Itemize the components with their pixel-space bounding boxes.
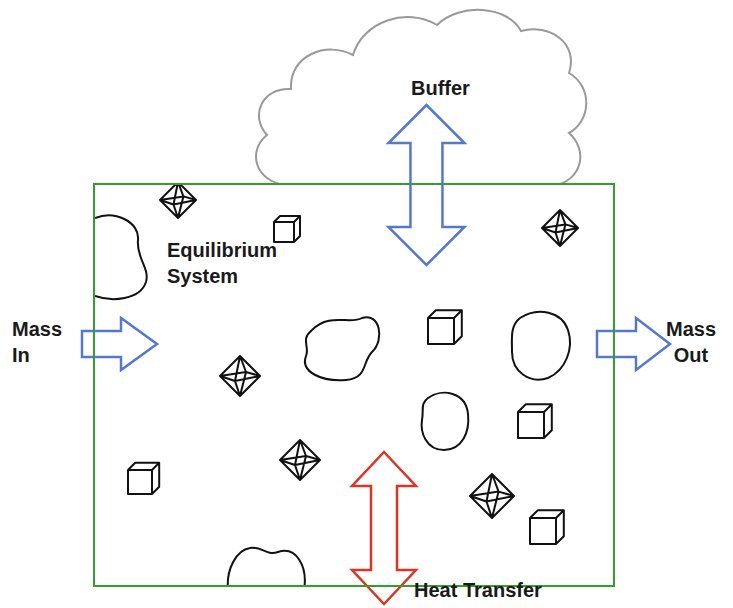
octahedron-particle bbox=[542, 210, 578, 246]
cube-particle bbox=[274, 216, 300, 242]
flow-label: Heat Transfer bbox=[414, 577, 614, 603]
mass-out-arrow bbox=[597, 318, 670, 370]
cube-particle bbox=[428, 310, 462, 344]
blob-particle bbox=[228, 548, 305, 585]
buffer-cloud: Buffer bbox=[245, 3, 590, 185]
octahedron-particle bbox=[160, 185, 196, 218]
cube-particle bbox=[518, 404, 552, 438]
flow-label: Mass In bbox=[12, 316, 78, 368]
node-title: Buffer bbox=[411, 75, 470, 101]
cube-particle bbox=[128, 463, 159, 494]
heat-transfer-arrow bbox=[352, 452, 416, 604]
blob-particle bbox=[512, 312, 570, 380]
blob-particle bbox=[422, 393, 469, 450]
cube-particle bbox=[530, 510, 564, 544]
node-title: Equilibrium System bbox=[167, 237, 307, 289]
blob-particle bbox=[305, 317, 379, 380]
cloud-path bbox=[256, 10, 586, 185]
system-box: Equilibrium System bbox=[93, 183, 615, 587]
octahedron-particle bbox=[470, 474, 514, 518]
octahedron-particle bbox=[280, 440, 320, 480]
octahedron-particle bbox=[220, 356, 260, 396]
exchange-arrow bbox=[388, 105, 464, 265]
flow-label: Mass Out bbox=[655, 316, 727, 368]
blob-particle bbox=[95, 215, 147, 299]
